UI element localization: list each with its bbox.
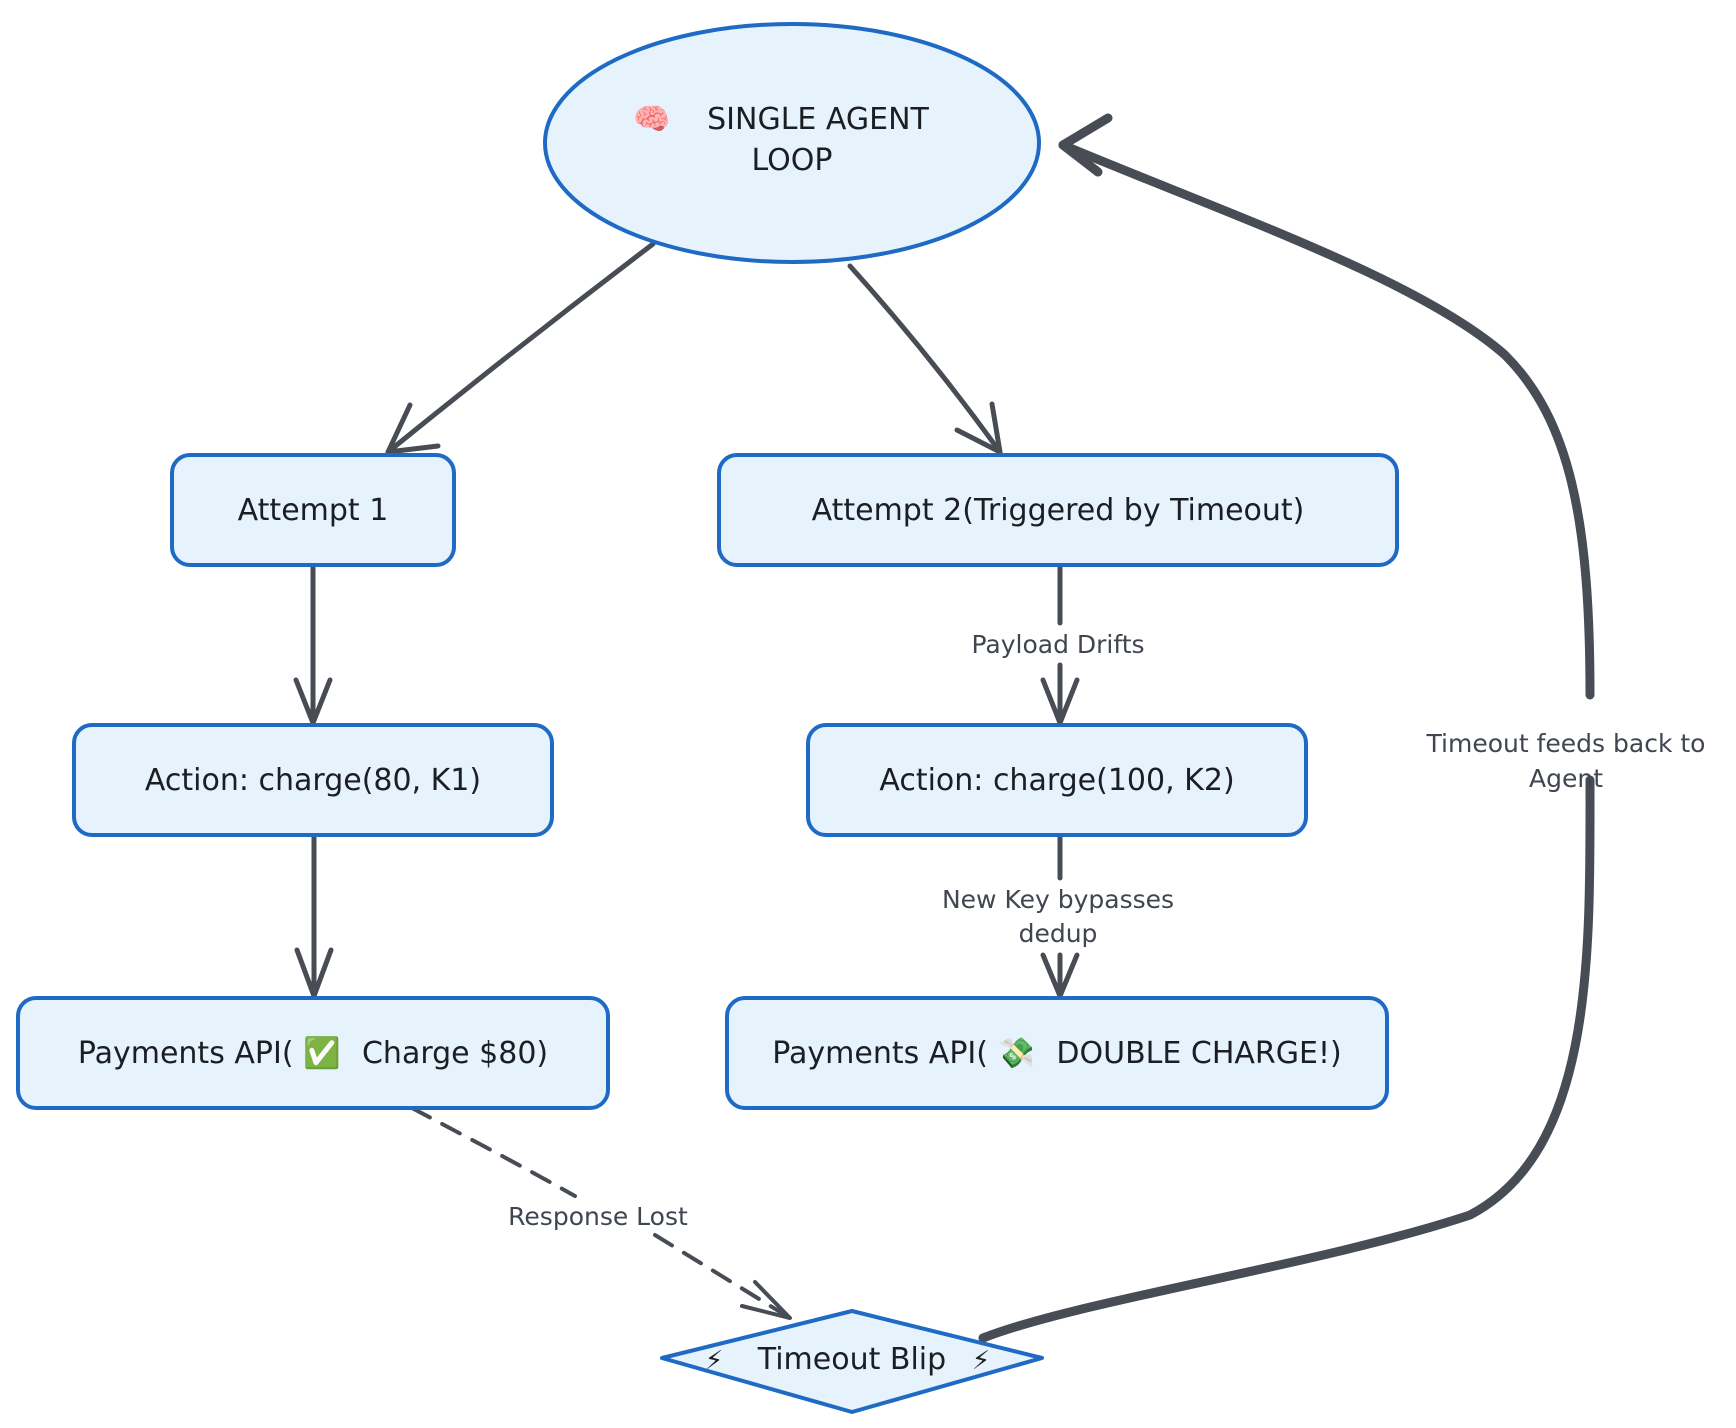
lightning-icon: ⚡ (972, 1346, 990, 1376)
node-label-action-1: Action: charge(80, K1) (145, 763, 481, 798)
edge-label-dedup: dedup (1019, 919, 1098, 948)
node-attempt-2[interactable]: Attempt 2(Triggered by Timeout) (717, 453, 1399, 567)
node-label-action-2: Action: charge(100, K2) (879, 763, 1234, 798)
node-timeout-blip[interactable]: ⚡ Timeout Blip ⚡ (660, 1309, 1044, 1414)
check-mark-icon: ✅ (303, 1035, 340, 1071)
edge-action1-to-payments1 (294, 831, 334, 999)
node-label-attempt-1: Attempt 1 (238, 493, 389, 528)
payments-2-suffix: DOUBLE CHARGE!) (1056, 1036, 1341, 1071)
node-label-attempt-2: Attempt 2(Triggered by Timeout) (812, 493, 1305, 528)
edge-labels: Payload Drifts New Key bypasses dedup Re… (508, 630, 1705, 1231)
edge-label-response-lost: Response Lost (508, 1202, 688, 1231)
node-action-1[interactable]: Action: charge(80, K1) (72, 723, 554, 837)
payments-1-suffix: Charge $80) (362, 1036, 548, 1071)
brain-icon: 🧠 (633, 102, 670, 137)
nodes: 🧠 SINGLE AGENT LOOP Attempt 1 Attempt 2(… (16, 22, 1399, 1414)
lightning-icon: ⚡ (705, 1346, 723, 1376)
edge-label-timeout-feeds-back: Timeout feeds back to (1426, 729, 1706, 758)
node-label-timeout-blip: Timeout Blip (757, 1342, 946, 1377)
node-label-payments-1: Payments API( ✅ Charge $80) (78, 1035, 548, 1071)
node-label-loop: LOOP (752, 143, 833, 178)
node-attempt-1[interactable]: Attempt 1 (170, 453, 456, 567)
edge-label-payload-drifts: Payload Drifts (971, 630, 1144, 659)
edge-label-agent: Agent (1529, 764, 1603, 793)
edge-agent-to-attempt2 (847, 263, 1003, 455)
node-single-agent-loop[interactable]: 🧠 SINGLE AGENT LOOP (543, 22, 1041, 264)
node-payments-api-2[interactable]: Payments API( 💸 DOUBLE CHARGE!) (725, 996, 1389, 1110)
node-payments-api-1[interactable]: Payments API( ✅ Charge $80) (16, 996, 610, 1110)
node-action-2[interactable]: Action: charge(100, K2) (806, 723, 1308, 837)
payments-1-prefix: Payments API( (78, 1036, 294, 1071)
node-label-single-agent: SINGLE AGENT (707, 102, 929, 137)
edge-timeout-to-agent (978, 113, 1595, 1343)
edge-payments1-to-timeout (410, 1106, 792, 1320)
edge-label-new-key: New Key bypasses (942, 885, 1174, 914)
money-with-wings-icon: 💸 (998, 1036, 1035, 1071)
edge-attempt1-to-action1 (293, 563, 333, 726)
node-label-payments-2: Payments API( 💸 DOUBLE CHARGE!) (772, 1036, 1341, 1071)
payments-2-prefix: Payments API( (772, 1036, 988, 1071)
edge-action2-to-payments2 (1040, 831, 1080, 999)
edge-agent-to-attempt1 (385, 241, 656, 455)
